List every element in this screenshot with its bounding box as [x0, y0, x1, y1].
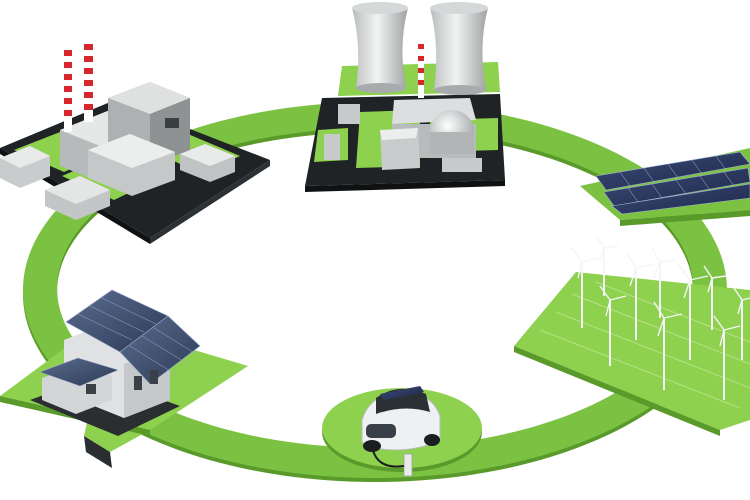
chimney-left	[64, 46, 72, 132]
cooling-tower-right	[430, 2, 488, 95]
solar-farm-icon	[580, 148, 750, 226]
solar-house-icon	[0, 289, 248, 468]
cooling-tower-left	[352, 2, 408, 93]
factory-icon	[0, 40, 270, 244]
electric-car-icon	[322, 386, 482, 477]
wind-farm-icon	[514, 235, 750, 436]
nuclear-plant-icon	[305, 2, 505, 192]
nuclear-chimney	[418, 40, 424, 98]
solar-panel-rows	[595, 151, 750, 215]
chimney-right	[84, 40, 93, 122]
wind-turbines	[571, 235, 750, 400]
